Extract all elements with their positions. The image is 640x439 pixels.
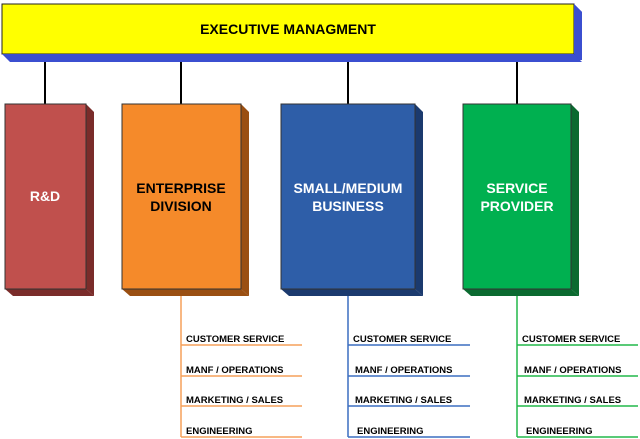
rnd-face <box>4 103 87 290</box>
subtree-service: CUSTOMER SERVICE MANF / OPERATIONS MARKE… <box>516 296 638 438</box>
division-box-enterprise: ENTERPRISE DIVISION <box>121 103 249 296</box>
enterprise-label-line-1: ENTERPRISE <box>136 180 225 196</box>
enterprise-label-line-2: DIVISION <box>150 198 211 214</box>
smb-sub-marketing-sales: MARKETING / SALES <box>355 395 452 406</box>
smb-sub-manf-operations: MANF / OPERATIONS <box>355 365 452 376</box>
smb-face <box>280 103 416 290</box>
service-face <box>462 103 572 290</box>
executive-label: EXECUTIVE MANAGMENT <box>200 21 376 37</box>
subtree-smb: CUSTOMER SERVICE MANF / OPERATIONS MARKE… <box>347 296 470 438</box>
division-box-smb: SMALL/MEDIUM BUSINESS <box>280 103 423 296</box>
smb-label-line-2: BUSINESS <box>312 198 384 214</box>
smb-sub-engineering: ENGINEERING <box>357 426 424 437</box>
service-label-line-1: SERVICE <box>486 180 547 196</box>
service-sub-customer-service: CUSTOMER SERVICE <box>522 334 620 345</box>
enterprise-sub-customer-service: CUSTOMER SERVICE <box>186 334 284 345</box>
subtree-enterprise: CUSTOMER SERVICE MANF / OPERATIONS MARKE… <box>180 296 302 438</box>
division-box-service: SERVICE PROVIDER <box>462 103 579 296</box>
executive-face <box>1 3 575 55</box>
rnd-label: R&D <box>30 188 60 204</box>
service-sub-manf-operations: MANF / OPERATIONS <box>524 365 621 376</box>
service-sub-marketing-sales: MARKETING / SALES <box>524 395 621 406</box>
enterprise-face <box>121 103 242 290</box>
enterprise-sub-manf-operations: MANF / OPERATIONS <box>186 365 283 376</box>
service-sub-engineering: ENGINEERING <box>526 426 593 437</box>
smb-sub-customer-service: CUSTOMER SERVICE <box>353 334 451 345</box>
division-box-rnd: R&D <box>4 103 94 296</box>
enterprise-sub-engineering: ENGINEERING <box>186 426 253 437</box>
smb-label-line-1: SMALL/MEDIUM <box>294 180 403 196</box>
executive-management-box: EXECUTIVE MANAGMENT <box>1 3 582 62</box>
service-label-line-2: PROVIDER <box>480 198 553 214</box>
enterprise-sub-marketing-sales: MARKETING / SALES <box>186 395 283 406</box>
